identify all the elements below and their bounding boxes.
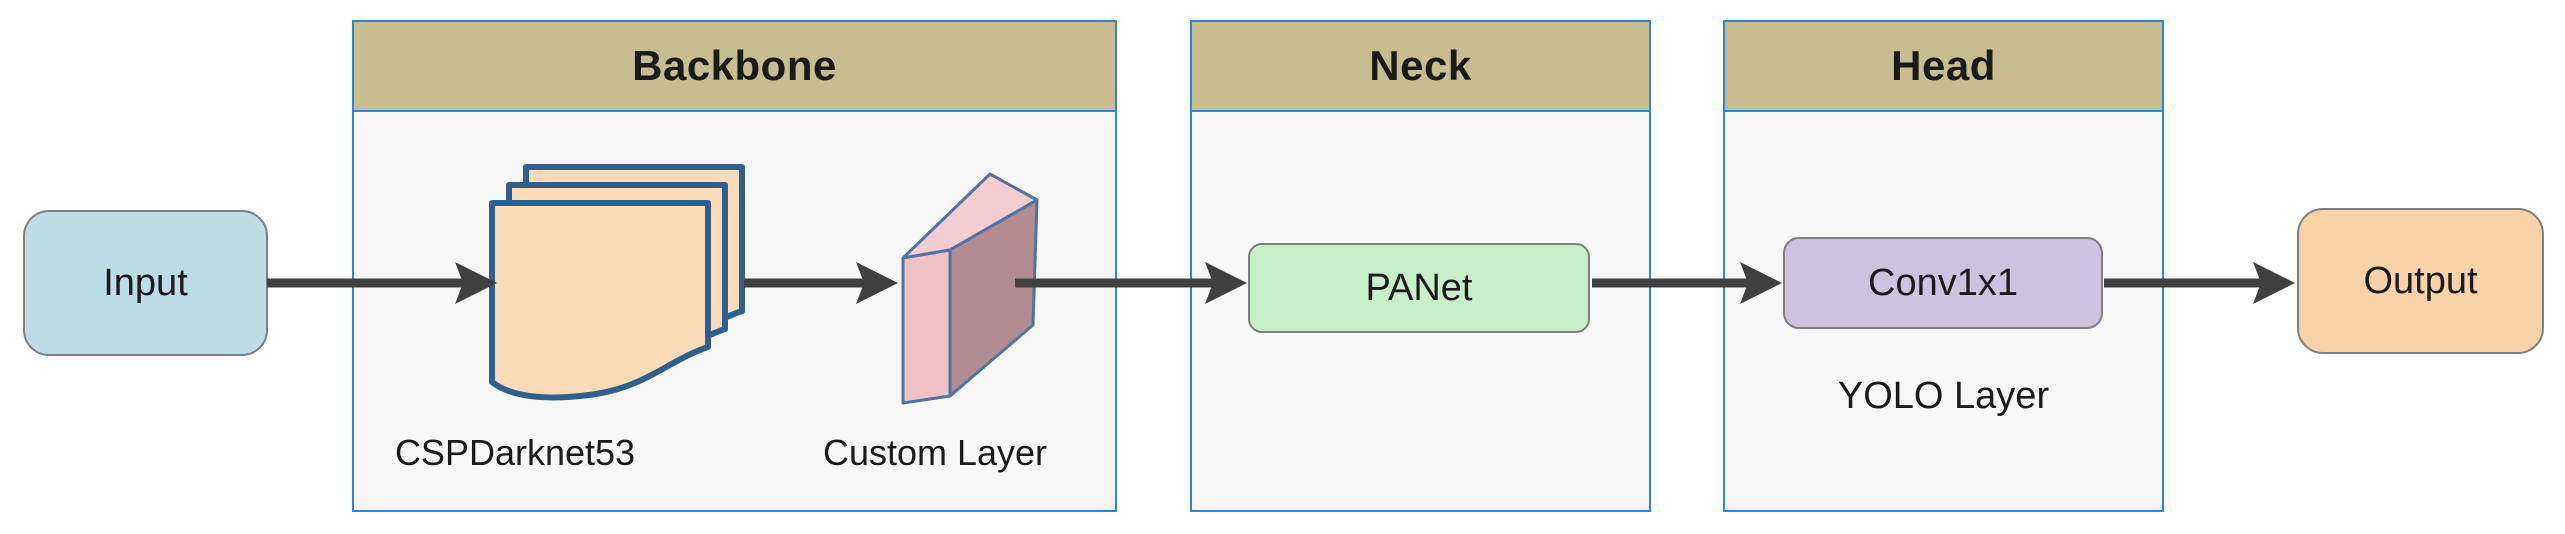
output-node-label: Output — [2363, 259, 2478, 302]
yolo-layer-caption: YOLO Layer — [1837, 375, 2050, 417]
custom-layer-caption: Custom Layer — [822, 432, 1048, 473]
output-node: Output — [2297, 208, 2544, 354]
cspdarknet53-caption: CSPDarknet53 — [394, 432, 636, 473]
backbone-panel-title: Backbone — [354, 22, 1115, 112]
input-node: Input — [23, 210, 268, 356]
input-node-label: Input — [103, 261, 188, 304]
panet-node-label: PANet — [1365, 266, 1473, 309]
panet-node: PANet — [1248, 243, 1590, 333]
conv1x1-node-label: Conv1x1 — [1868, 261, 2018, 304]
neck-panel-title: Neck — [1192, 22, 1649, 112]
conv1x1-node: Conv1x1 — [1783, 237, 2103, 329]
head-panel-title: Head — [1725, 22, 2162, 112]
